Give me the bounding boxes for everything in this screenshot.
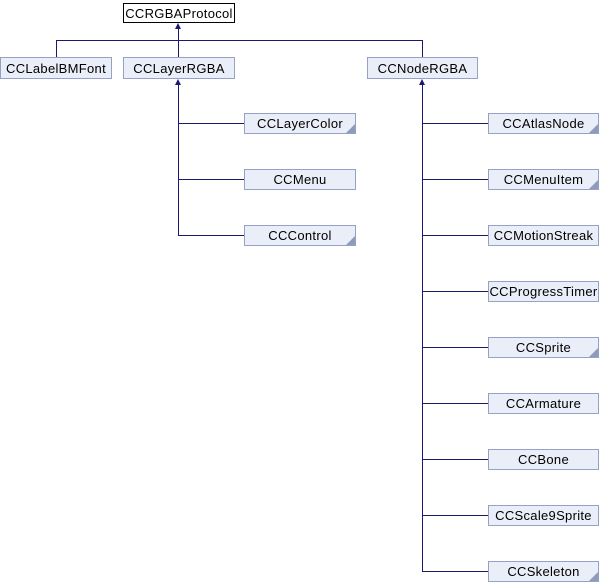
class-label: CCLabelBMFont bbox=[6, 60, 106, 76]
class-box-cclayerrgba[interactable]: CCLayerRGBA bbox=[123, 57, 235, 79]
class-box-ccscale9sprite[interactable]: CCScale9Sprite bbox=[488, 505, 599, 526]
class-label: CCMotionStreak bbox=[493, 228, 594, 243]
connector-branch bbox=[422, 291, 488, 292]
truncated-corner-icon bbox=[589, 180, 598, 189]
connector-branch bbox=[422, 347, 488, 348]
class-label: CCSkeleton bbox=[507, 564, 580, 579]
class-label: CCBone bbox=[518, 452, 569, 467]
class-box-cclabelbmfont[interactable]: CCLabelBMFont bbox=[0, 57, 112, 79]
connector-bus-top bbox=[56, 40, 423, 41]
class-box-ccarmature[interactable]: CCArmature bbox=[488, 393, 599, 414]
class-box-ccmenuitem[interactable]: CCMenuItem bbox=[488, 169, 599, 190]
class-box-ccnodergba[interactable]: CCNodeRGBA bbox=[367, 57, 478, 79]
class-label: CCScale9Sprite bbox=[495, 508, 592, 523]
connector-branch bbox=[422, 515, 488, 516]
class-box-ccatlasnode[interactable]: CCAtlasNode bbox=[488, 113, 599, 134]
truncated-corner-icon bbox=[346, 124, 355, 133]
class-box-ccskeleton[interactable]: CCSkeleton bbox=[488, 561, 599, 582]
connector-branch bbox=[422, 123, 488, 124]
arrow-up-icon bbox=[419, 79, 425, 85]
class-label: CCAtlasNode bbox=[502, 116, 585, 131]
class-box-cccontrol[interactable]: CCControl bbox=[244, 225, 356, 246]
class-box-ccprogresstimer[interactable]: CCProgressTimer bbox=[488, 281, 599, 302]
class-label: CCRGBAProtocol bbox=[125, 5, 233, 21]
class-label: CCArmature bbox=[505, 396, 582, 411]
connector-branch bbox=[178, 123, 244, 124]
class-box-ccmotionstreak[interactable]: CCMotionStreak bbox=[488, 225, 599, 246]
class-label: CCLayerColor bbox=[257, 116, 343, 131]
truncated-corner-icon bbox=[589, 572, 598, 581]
truncated-corner-icon bbox=[589, 348, 598, 357]
class-label: CCControl bbox=[268, 228, 332, 243]
connector-branch bbox=[422, 459, 488, 460]
connector-branch bbox=[422, 403, 488, 404]
connector-branch bbox=[422, 571, 488, 572]
class-box-ccbone[interactable]: CCBone bbox=[488, 449, 599, 470]
connector-to-cclabelbmfont bbox=[56, 40, 57, 57]
class-label: CCLayerRGBA bbox=[133, 60, 225, 76]
connector-to-ccnodergba bbox=[422, 40, 423, 57]
connector-trunk-ccnodergba-children bbox=[422, 85, 423, 572]
connector-branch bbox=[178, 235, 244, 236]
arrow-up-icon bbox=[175, 79, 181, 85]
class-label: CCNodeRGBA bbox=[377, 60, 468, 76]
connector-stem-root bbox=[178, 29, 179, 40]
class-label: CCMenu bbox=[273, 172, 327, 187]
class-label: CCSprite bbox=[515, 340, 572, 355]
class-box-ccsprite[interactable]: CCSprite bbox=[488, 337, 599, 358]
truncated-corner-icon bbox=[589, 124, 598, 133]
connector-branch bbox=[422, 235, 488, 236]
class-label: CCMenuItem bbox=[503, 172, 584, 187]
class-label: CCProgressTimer bbox=[489, 284, 598, 299]
connector-to-cclayerrgba bbox=[178, 40, 179, 57]
class-box-ccrgbaprotocol: CCRGBAProtocol bbox=[123, 3, 235, 23]
truncated-corner-icon bbox=[346, 236, 355, 245]
connector-trunk-cclayerrgba-children bbox=[178, 85, 179, 236]
arrow-up-icon bbox=[175, 23, 181, 29]
class-box-cclayercolor[interactable]: CCLayerColor bbox=[244, 113, 356, 134]
class-box-ccmenu[interactable]: CCMenu bbox=[244, 169, 356, 190]
connector-branch bbox=[422, 179, 488, 180]
connector-branch bbox=[178, 179, 244, 180]
